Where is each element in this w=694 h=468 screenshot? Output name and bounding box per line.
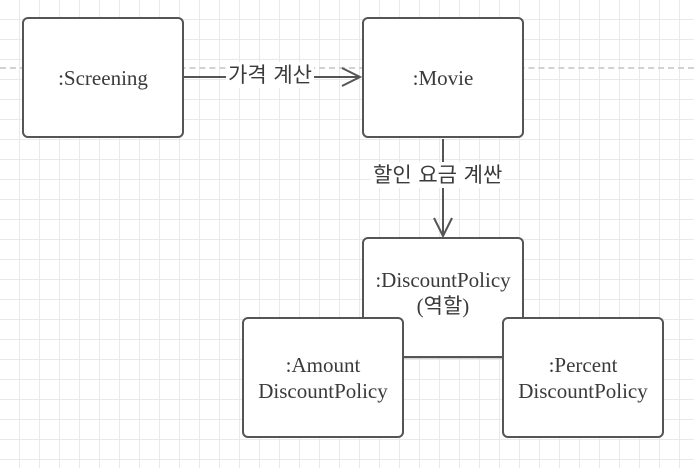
node-discount-policy-label: :DiscountPolicy	[375, 268, 511, 292]
node-percent-discount-policy-text: :Percent DiscountPolicy	[518, 352, 648, 404]
node-percent-label-line2: DiscountPolicy	[518, 378, 648, 403]
edge-movie-discount-arrowhead	[433, 217, 453, 239]
node-percent-label-line1: :Percent	[548, 352, 618, 377]
node-percent-discount-policy[interactable]: :Percent DiscountPolicy	[502, 317, 664, 438]
node-screening-text: :Screening	[58, 65, 148, 91]
node-discount-policy-role: (역할)	[416, 294, 470, 318]
dashed-guide-line	[0, 67, 694, 69]
node-amount-discount-policy-text: :Amount DiscountPolicy	[258, 352, 388, 404]
node-screening[interactable]: :Screening	[22, 17, 184, 138]
edge-screening-movie-arrowhead	[341, 67, 363, 87]
node-amount-discount-policy[interactable]: :Amount DiscountPolicy	[242, 317, 404, 438]
node-amount-label-line2: DiscountPolicy	[258, 378, 388, 403]
edge-label-price-calc: 가격 계산	[226, 62, 314, 88]
node-amount-label-line1: :Amount	[285, 352, 361, 377]
node-movie-label: :Movie	[412, 65, 474, 90]
edge-label-discount-calc: 할인 요금 계싼	[371, 162, 505, 188]
node-movie[interactable]: :Movie	[362, 17, 524, 138]
node-screening-label: :Screening	[58, 65, 148, 90]
node-discount-policy-text: :DiscountPolicy (역할)	[375, 267, 510, 319]
node-movie-text: :Movie	[413, 65, 474, 91]
